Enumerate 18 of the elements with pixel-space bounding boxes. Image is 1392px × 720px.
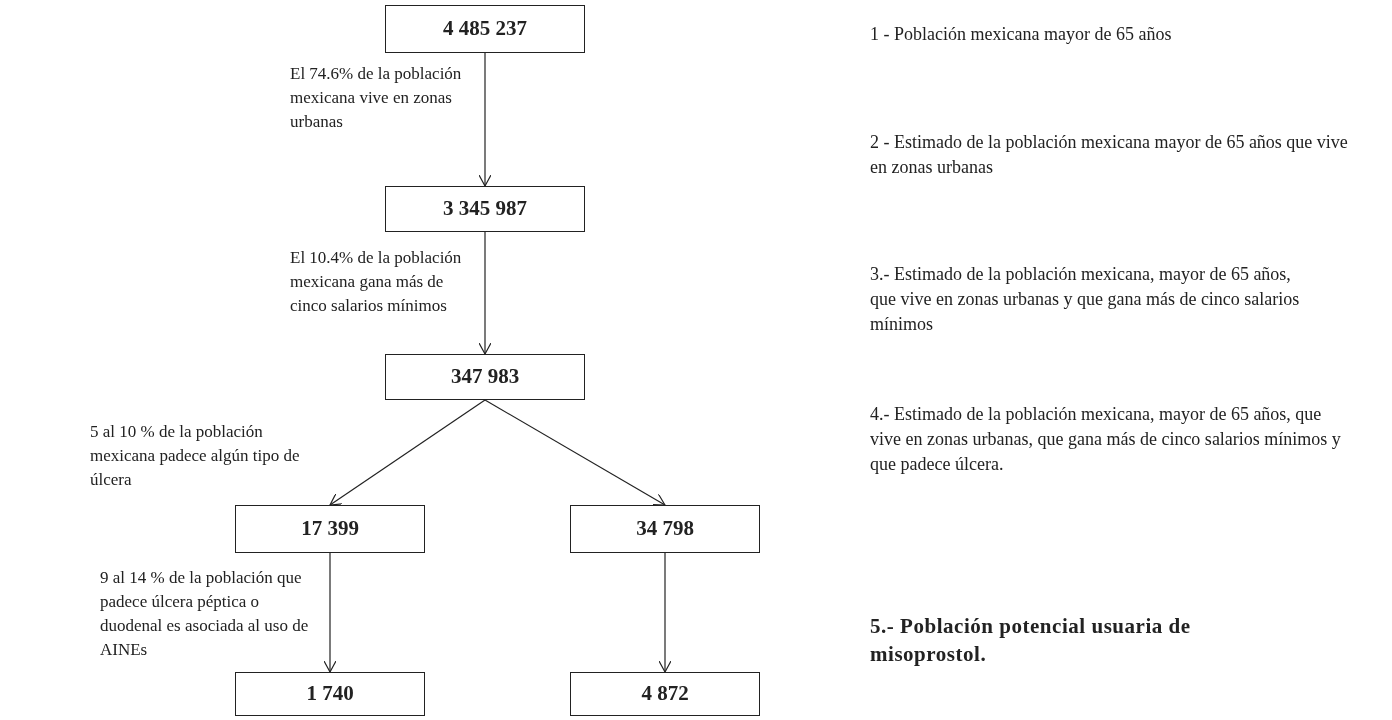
legend-note: 4.- Estimado de la población mexicana, mayor de 65 años, que vive en zonas urbanas, que gana más de cinco salarios mínimos y que padece úlcera.: [870, 403, 1342, 476]
number-box: 4 872: [570, 672, 760, 716]
legend-note: 3.- Estimado de la población mexicana, mayor de 65 años, que vive en zonas urbanas y que gana más de cinco salarios mínimos: [870, 263, 1300, 336]
arrow: [329, 399, 486, 506]
legend-note: 1 - Población mexicana mayor de 65 años: [870, 23, 1173, 46]
number-box: 4 485 237: [385, 5, 585, 53]
number-box: 3 345 987: [385, 186, 585, 232]
number-box: 34 798: [570, 505, 760, 553]
arrow: [658, 552, 672, 673]
number-box: 17 399: [235, 505, 425, 553]
arrow: [478, 231, 492, 355]
arrow: [323, 552, 337, 673]
arrow: [478, 52, 492, 187]
number-box: 1 740: [235, 672, 425, 716]
conclusion-note: 5.- Población potencial usuaria de misoprostol.: [870, 613, 1192, 668]
arrow: [484, 399, 666, 506]
legend-note: 2 - Estimado de la población mexicana mayor de 65 años que vive en zonas urbanas: [870, 131, 1349, 179]
number-box: 347 983: [385, 354, 585, 400]
